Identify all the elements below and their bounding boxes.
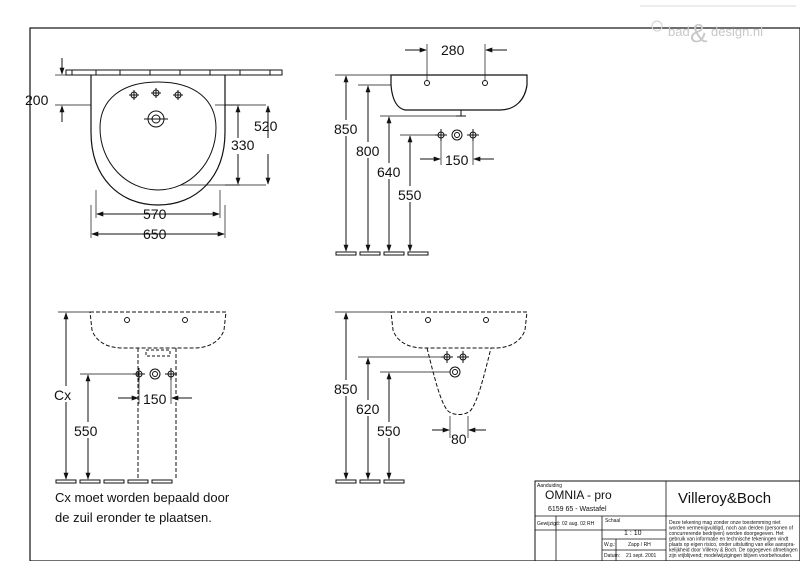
tb-disclaimer-line: zijn vrijblijvend; modelwijzigingen blij… [669, 553, 792, 559]
dim-label-800: 800 [356, 143, 380, 159]
basin-front-outline [89, 311, 227, 349]
semi-pedestal-dashed [426, 347, 492, 415]
tb-gewijzigd-label: Gewijzigd: [537, 521, 560, 527]
tap-holes-plan [129, 88, 183, 100]
dim-label-850-bottom: 850 [334, 381, 358, 397]
dim-label-150-top: 150 [445, 152, 469, 168]
tb-datum-label: Datum: [604, 553, 620, 559]
tb-product: OMNIA - pro [545, 488, 612, 502]
watermark-text-right: design.nl [711, 24, 763, 39]
side-elevation-basin [335, 44, 528, 256]
pedestal-dashed [137, 348, 177, 480]
tb-disclaimer: Deze tekening mag zonder onze toestemmin… [669, 520, 798, 559]
tb-aanduiding-label: Aanduiding [537, 483, 562, 489]
tb-disclaimer-line: Deze tekening mag zonder onze toestemmin… [669, 520, 781, 526]
note-line-1: Cx moet worden bepaald door [55, 490, 230, 505]
front-view-semi-pedestal [335, 311, 528, 484]
wall-taps-elevation [435, 129, 479, 141]
wall-mounting-strip [65, 69, 283, 76]
tb-disclaimer-line: gebruik van informatie en technische tek… [669, 537, 789, 543]
dim-label-640: 640 [377, 164, 401, 180]
dim-label-570: 570 [143, 206, 167, 222]
dim-label-80: 80 [451, 431, 467, 447]
watermark-ampersand: & [690, 18, 707, 48]
basin-front-outline-2 [390, 311, 528, 349]
note-line-2: de zuil eronder te plaatsen. [55, 510, 212, 525]
tb-disclaimer-line: kelijkheid door Villeroy & Boch. De opge… [669, 548, 798, 554]
floor-markers-bottom-right [335, 479, 405, 484]
title-block [534, 480, 800, 561]
tb-disclaimer-line: plaats op eigen risico, onder uitsluitin… [669, 542, 795, 548]
drain-plan [144, 110, 168, 128]
tb-gewijzigd-value: 02 aug. 02 RH [562, 521, 595, 527]
tb-datum-value: 21 sept. 2001 [626, 553, 657, 559]
tb-disclaimer-line: concurrerende bedrijven) worden doorgege… [669, 531, 784, 537]
wall-taps-front [133, 368, 177, 380]
dim-label-cx: Cx [54, 387, 71, 403]
dim-label-550-top: 550 [398, 187, 422, 203]
drawing-frame [29, 27, 800, 561]
tb-schaal-label: Schaal [605, 518, 620, 524]
dim-label-550-bottom-left: 550 [74, 423, 98, 439]
dim-label-850-top: 850 [334, 121, 358, 137]
dim-label-650: 650 [143, 226, 167, 242]
basin-outer-outline [90, 75, 226, 206]
floor-markers [335, 251, 429, 256]
dim-label-620: 620 [356, 401, 380, 417]
dim-label-200: 200 [25, 92, 49, 108]
tb-schaal-value: 1 : 10 [624, 530, 642, 537]
floor-markers-bottom-left [55, 479, 173, 484]
tb-wg-value: Zapp / RH [628, 542, 651, 548]
basin-side-outline [390, 74, 528, 111]
dim-label-280: 280 [441, 42, 465, 58]
tb-disclaimer-line: worden vermenigvuldigd, noch aan derden … [669, 526, 794, 532]
watermark-logo: bad & design.nl [640, 5, 796, 48]
dim-label-330: 330 [231, 137, 255, 153]
front-view-pedestal [55, 311, 227, 484]
dim-label-520: 520 [254, 118, 278, 134]
dim-label-550-bottom-right: 550 [377, 423, 401, 439]
tb-wg-label: W.g.: [604, 542, 615, 548]
basin-inner-bowl [99, 81, 217, 191]
plan-view-basin [55, 58, 283, 238]
tb-brand: Villeroy&Boch [678, 490, 771, 507]
tb-product-code: 6159 65 - Wastafel [548, 506, 607, 513]
dim-label-150-bottom: 150 [143, 391, 167, 407]
wall-taps-front-2 [441, 351, 469, 378]
watermark-text-left: bad [668, 24, 690, 39]
